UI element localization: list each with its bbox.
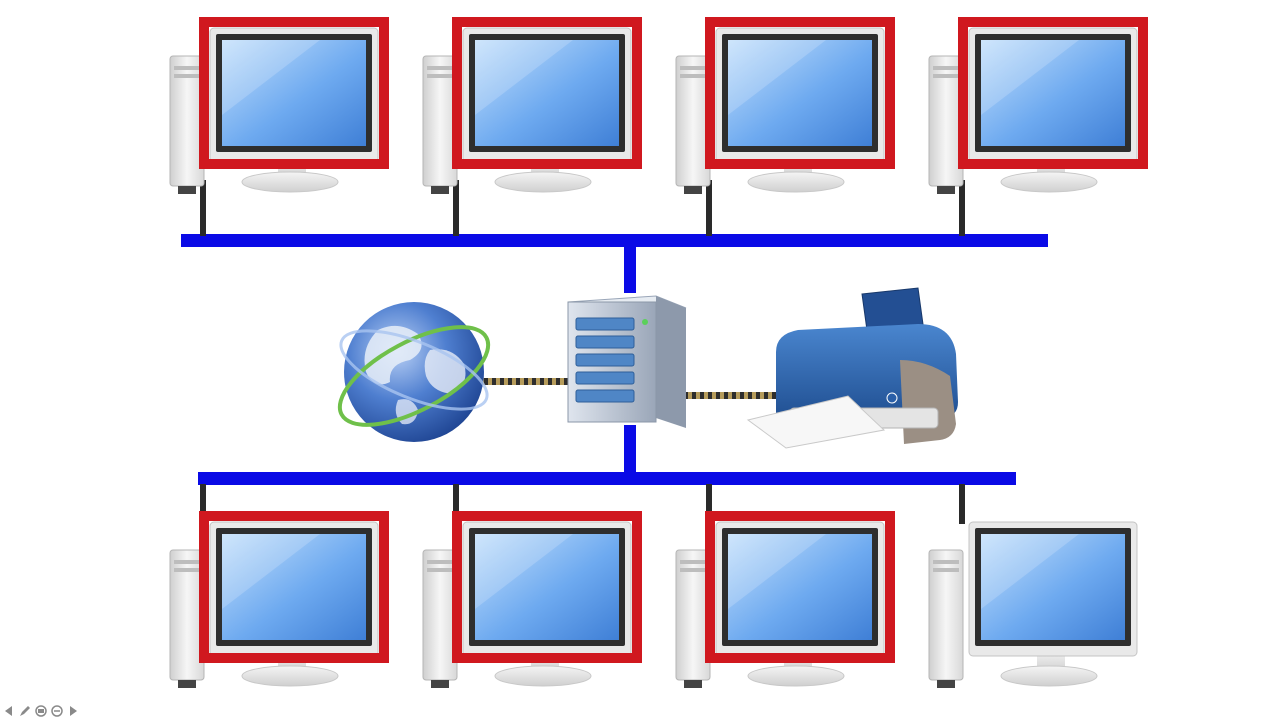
tower-foot [431, 680, 449, 688]
server-icon [567, 295, 687, 428]
monitor-base [1000, 665, 1098, 687]
monitor-base [747, 171, 845, 193]
globe-icon [337, 302, 491, 442]
monitor-base [494, 171, 592, 193]
server-bay-4 [575, 371, 635, 385]
server-bay-1 [575, 317, 635, 331]
tower-foot [431, 186, 449, 194]
tower-foot [684, 680, 702, 688]
monitor-screen [475, 534, 619, 640]
screen-glare [222, 40, 320, 115]
workstation-bottom-1 [169, 511, 389, 688]
monitor-screen [222, 40, 366, 146]
arrow-right-button[interactable] [66, 704, 80, 718]
highlight-box [705, 511, 895, 663]
printer-cable [684, 392, 776, 399]
bottom-drop-cable-3 [706, 484, 712, 524]
workstation-bottom-2 [422, 511, 642, 688]
highlight-box [705, 17, 895, 169]
top-drop-cable-1 [200, 180, 206, 236]
monitor-screen [981, 534, 1125, 640]
highlight-box [452, 17, 642, 169]
arrow-right-icon [70, 706, 77, 716]
monitor-screen [728, 40, 872, 146]
pen-button[interactable] [18, 704, 32, 718]
monitor-base [241, 665, 339, 687]
more-button[interactable] [50, 704, 64, 718]
tower-foot [937, 680, 955, 688]
workstation-bottom-3 [675, 511, 895, 688]
monitor-screen [475, 40, 619, 146]
tower-foot [178, 680, 196, 688]
monitor-base [494, 665, 592, 687]
monitor-screen [222, 534, 366, 640]
workstation-bottom-4 [928, 521, 1138, 688]
monitor-screen [981, 40, 1125, 146]
monitor-base [747, 665, 845, 687]
monitor-screen [728, 534, 872, 640]
screen-glare [981, 534, 1079, 609]
server-side [656, 296, 686, 428]
server-bay-2 [575, 335, 635, 349]
server-bay-5 [575, 389, 635, 403]
bottom-bus-line [198, 472, 1016, 485]
trunk-lower [624, 425, 636, 475]
bottom-drop-cable-2 [453, 484, 459, 524]
bottom-drop-cable-1 [200, 484, 206, 524]
output-paper [746, 395, 886, 449]
bottom-drop-cable-4 [959, 484, 965, 524]
server-led [642, 319, 648, 325]
tower-foot [937, 186, 955, 194]
internet-cable [482, 378, 568, 385]
server-bay-3 [575, 353, 635, 367]
monitor-base [1000, 171, 1098, 193]
arrow-left-button[interactable] [2, 704, 16, 718]
screen-glare [222, 534, 320, 609]
workstation-top-4 [928, 17, 1148, 194]
pen-icon [20, 706, 30, 716]
top-bus-line [181, 234, 1048, 247]
monitor-base [241, 171, 339, 193]
highlight-box [199, 17, 389, 169]
printer-button [886, 392, 898, 404]
slide-navigation [2, 704, 80, 718]
screen-glare [728, 40, 826, 115]
workstation-top-2 [422, 17, 642, 194]
top-drop-cable-4 [959, 180, 965, 236]
trunk-upper [624, 245, 636, 293]
screen-glare [475, 534, 573, 609]
arrow-left-icon [5, 706, 12, 716]
workstation-top-3 [675, 17, 895, 194]
highlight-box [452, 511, 642, 663]
screen-glare [475, 40, 573, 115]
slides-icon [35, 705, 47, 717]
workstation-top-1 [169, 17, 389, 194]
more-icon [51, 705, 63, 717]
highlight-box [958, 17, 1148, 169]
screen-glare [981, 40, 1079, 115]
slides-button[interactable] [34, 704, 48, 718]
printer-icon [746, 287, 958, 449]
tower-foot [684, 186, 702, 194]
top-drop-cable-3 [706, 180, 712, 236]
screen-glare [728, 534, 826, 609]
top-drop-cable-2 [453, 180, 459, 236]
orbit-ring-blue [339, 329, 489, 411]
highlight-box [199, 511, 389, 663]
tower-foot [178, 186, 196, 194]
